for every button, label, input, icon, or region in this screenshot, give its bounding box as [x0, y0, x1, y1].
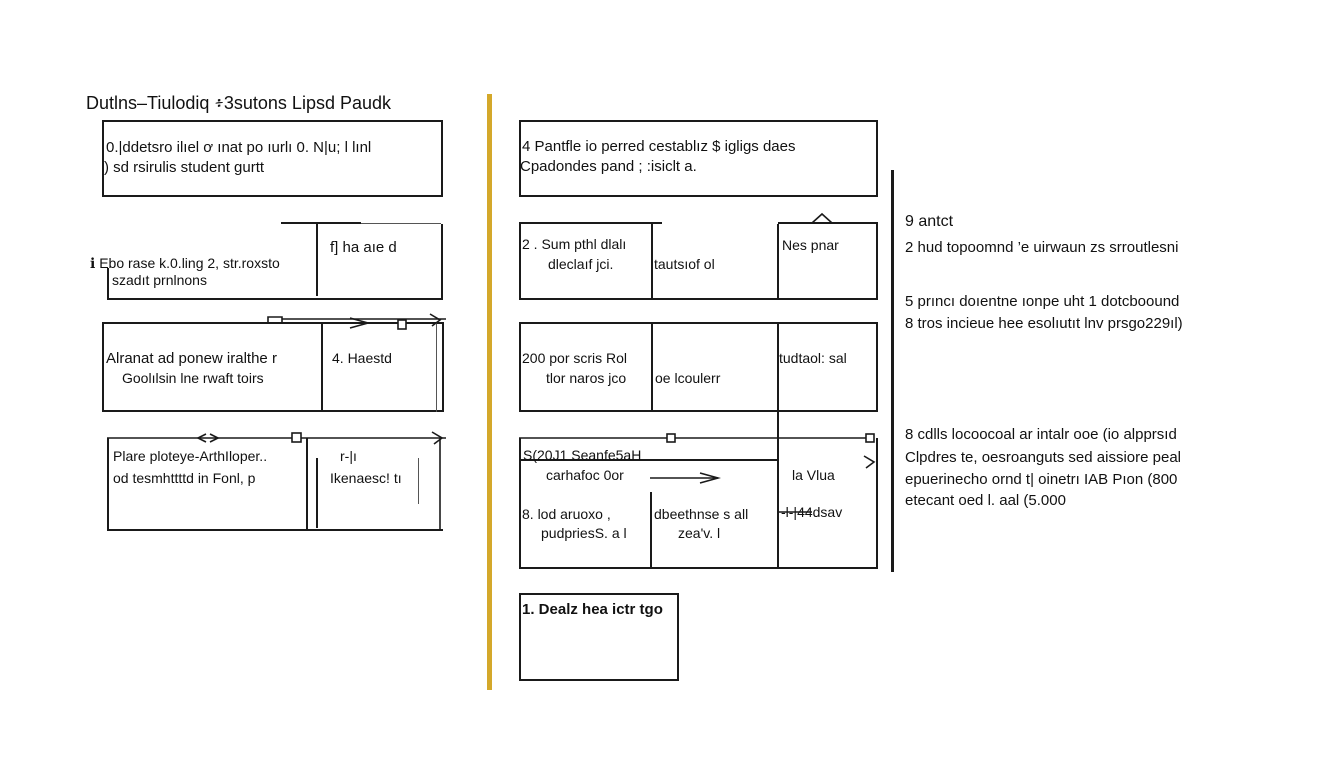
- center-row-4-top-line1: S(20J1 Seanfe5aH: [523, 447, 642, 463]
- center-row-2-div-2: [777, 224, 779, 300]
- center-row-3: [519, 322, 878, 412]
- left-box-3-divider: [321, 322, 323, 412]
- left-box-4-right-line1: r-|ı: [340, 448, 357, 464]
- left-box-3-left-line1: Alranat ad ponew iralthe r: [106, 350, 277, 367]
- left-box-4-right-edge: [418, 458, 419, 504]
- left-box-2-top-bar: [281, 222, 361, 224]
- center-row-3-div-1: [651, 322, 653, 412]
- center-row-3-c1-line1: 200 por scris Rol: [522, 350, 628, 366]
- left-box-2: [107, 224, 443, 300]
- right-item-1-line2: 2 hud topoomnd ’e uirwaun zs srroutlesni: [905, 239, 1179, 256]
- gold-divider: [487, 94, 492, 690]
- center-row-4-c2-line2: zea'v. l: [678, 525, 721, 541]
- left-box-4: [107, 438, 443, 531]
- left-box-4-left-line1: Plare ploteye-ArthIloper..: [113, 448, 268, 464]
- right-item-2-line2: 8 tros incieue hee esolıutıt lnv prsgo22…: [905, 315, 1183, 332]
- left-box-4-inner: [316, 458, 318, 528]
- left-box-4-left-line2: od tesmhttttd in Fonl, p: [113, 470, 256, 486]
- center-box-1-line1: 4 Pantfle io perred cestablız $ igligs d…: [522, 138, 796, 155]
- center-row-4: [519, 438, 878, 569]
- center-row-4-top-line2: carhafoc 0or: [546, 467, 624, 483]
- left-box-2-left-line1: ℹ Ebo rase k.0.ling 2, str.roxsto: [90, 255, 280, 271]
- left-box-1: [102, 120, 443, 197]
- center-row-4-div-1: [650, 492, 652, 569]
- center-row-3-c3: tudtaol: sal: [779, 350, 847, 366]
- right-item-1-line1: 9 antct: [905, 213, 954, 230]
- center-row-2-div-1: [651, 224, 653, 300]
- diagram-title: Dutlns–Tiulodiq ፥3sutons Lipsd Paudk: [86, 93, 392, 113]
- center-row-4-div-2: [777, 412, 779, 569]
- center-row-3-c1-line2: tlor naros jco: [546, 370, 627, 386]
- left-box-2-right: f] ha aıe d: [330, 239, 397, 256]
- center-row-2-top-b: [778, 222, 878, 224]
- right-item-2-line1: 5 prıncı doıentne ıonpe uht 1 dotcboound: [905, 293, 1180, 310]
- center-row-2-c3: Nes pnar: [782, 237, 839, 253]
- right-item-3-line2: Clpdres te, oesroanguts sed aissiore pea…: [905, 449, 1181, 466]
- center-row-3-div-2: [777, 322, 779, 412]
- left-box-1-line2: ) sd rsirulis student gurtt: [104, 159, 265, 176]
- right-item-3-line4: etecant oed l. aal (5.000: [905, 492, 1066, 509]
- center-row-4-c2-line1: dbeethnse s all: [654, 506, 749, 522]
- left-box-3: [102, 322, 444, 412]
- center-row-4-c3-line1: la Vlua: [792, 467, 835, 483]
- left-box-3-left-line2: Goolılsin lne rwaft toirs: [122, 370, 264, 386]
- left-box-2-left-line2: szadıt prnlnons: [112, 272, 207, 288]
- left-box-4-right-line2: Ikenaesc! tı: [330, 470, 402, 486]
- right-item-3-line3: epuerinecho ornd t| oinetrı IAB Pıon (80…: [905, 471, 1178, 488]
- center-row-2-c1-line1: 2 . Sum pthl dlalı: [522, 236, 627, 252]
- center-row-2-c1-line2: dleclaıf jci.: [548, 256, 614, 272]
- center-row-3-c2: oe lcoulerr: [655, 370, 721, 386]
- center-box-1: [519, 120, 878, 197]
- left-box-4-divider: [306, 438, 308, 531]
- right-divider: [891, 170, 894, 572]
- center-box-5: [519, 593, 679, 681]
- center-row-4-c1-line2: pudpriesS. a l: [541, 525, 627, 541]
- right-item-3-line1: 8 cdlls locoocoal ar intalr ooe (io alpp…: [905, 426, 1177, 443]
- center-box-1-line2: Cpadondes pand ; :isiclt a.: [520, 158, 697, 175]
- left-box-3-right: 4. Haestd: [332, 350, 392, 366]
- left-box-2-left-edge: [107, 268, 109, 300]
- center-row-2-c2: tautsıof ol: [654, 256, 715, 272]
- left-box-2-divider: [316, 224, 318, 296]
- left-box-3-right-inner: [436, 322, 437, 412]
- center-row-4-c1-line1: 8. lod aruoxo ,: [522, 506, 611, 522]
- left-box-1-line1: 0.|ddetsro ilıel ơ ınat po ıurlı 0. N|u;…: [106, 139, 372, 156]
- center-box-5-line1: 1. Dealz hea ictr tgo: [522, 601, 663, 618]
- left-box-2-top-bar-2: [361, 223, 441, 224]
- center-row-2-top-a: [519, 222, 662, 224]
- center-row-2: [519, 224, 878, 300]
- center-row-4-c3-line2: -l-|44dsav: [781, 504, 843, 520]
- center-row-4-inner-top: [519, 459, 778, 461]
